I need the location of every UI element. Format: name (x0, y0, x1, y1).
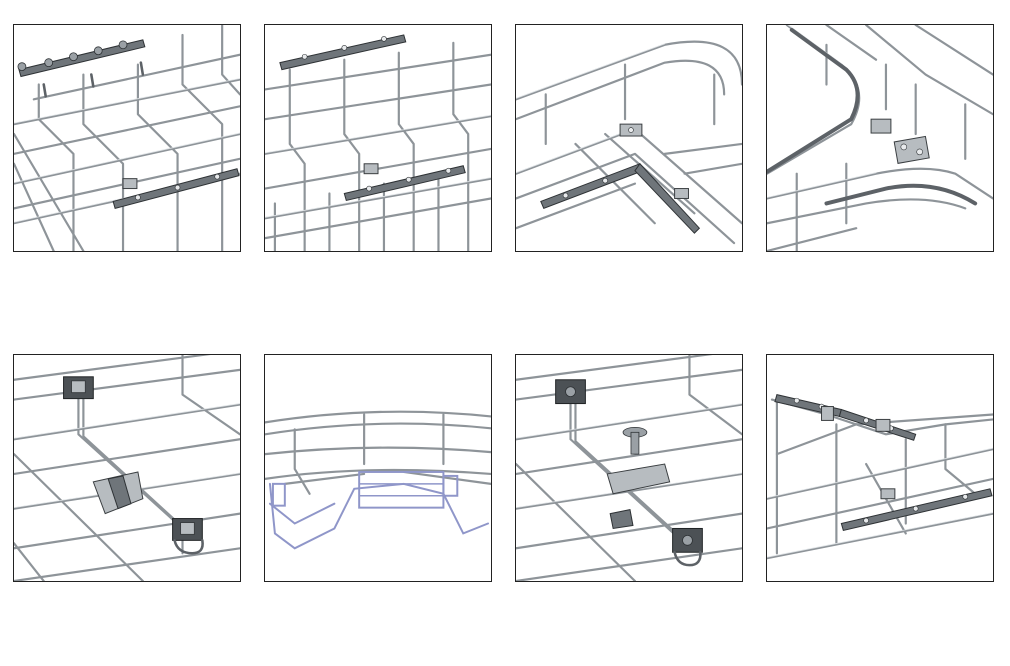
diagram-panel-5 (13, 354, 241, 582)
angle-splice-connector-icon (767, 394, 993, 560)
diagram-panel-2 (264, 24, 492, 252)
straight-splice-plate-icon (265, 34, 491, 251)
diagram-panel-3 (515, 24, 743, 252)
quick-clip-coupler-icon (14, 355, 240, 581)
tee-junction-connector-icon (516, 40, 742, 245)
diagram-panel-1 (13, 24, 241, 252)
curved-bend-connector-icon (767, 25, 993, 251)
diagram-panel-8 (766, 354, 994, 582)
diagram-panel-7 (515, 354, 743, 582)
bolted-clamp-coupler-icon (516, 355, 742, 581)
horizontal-bend-icon (265, 410, 491, 550)
splice-plate-bolted-icon (14, 25, 240, 251)
diagram-panel-6 (264, 354, 492, 582)
diagram-panel-4 (766, 24, 994, 252)
